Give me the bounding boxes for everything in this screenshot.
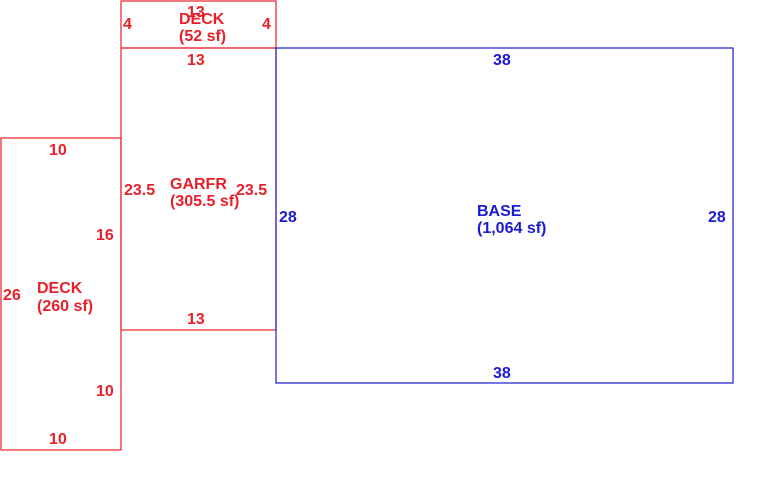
garage-name: GARFR [170, 176, 227, 193]
left-deck-outline [0, 137, 122, 451]
top-deck-area: (52 sf) [179, 28, 226, 45]
garage-dim-bottom: 13 [187, 311, 205, 328]
left-deck-dim-left: 26 [3, 287, 21, 304]
left-deck-dim-bottom: 10 [49, 431, 67, 448]
garage-area: (305.5 sf) [170, 193, 239, 210]
base-dim-right: 28 [708, 209, 726, 226]
base-dim-left: 28 [279, 209, 297, 226]
left-deck-name: DECK [37, 280, 83, 297]
base-name: BASE [477, 203, 522, 220]
top-deck-dim-bottom: 13 [187, 52, 205, 69]
top-deck-dim-right: 4 [262, 16, 271, 33]
base-area: (1,064 sf) [477, 220, 546, 237]
left-deck-dim-top: 10 [49, 142, 67, 159]
left-deck-area: (260 sf) [37, 298, 93, 315]
left-deck-dim-inner-lower: 10 [96, 383, 114, 400]
base-dim-top: 38 [493, 52, 511, 69]
base-outline [275, 47, 734, 384]
base-dim-bottom: 38 [493, 365, 511, 382]
garage-dim-right: 23.5 [236, 182, 267, 199]
garage-dim-left: 23.5 [124, 182, 155, 199]
left-deck-dim-inner-upper: 16 [96, 227, 114, 244]
top-deck-dim-left: 4 [123, 16, 132, 33]
top-deck-dim-top: 13 [187, 4, 205, 21]
top-deck-name: DECK [179, 11, 225, 28]
